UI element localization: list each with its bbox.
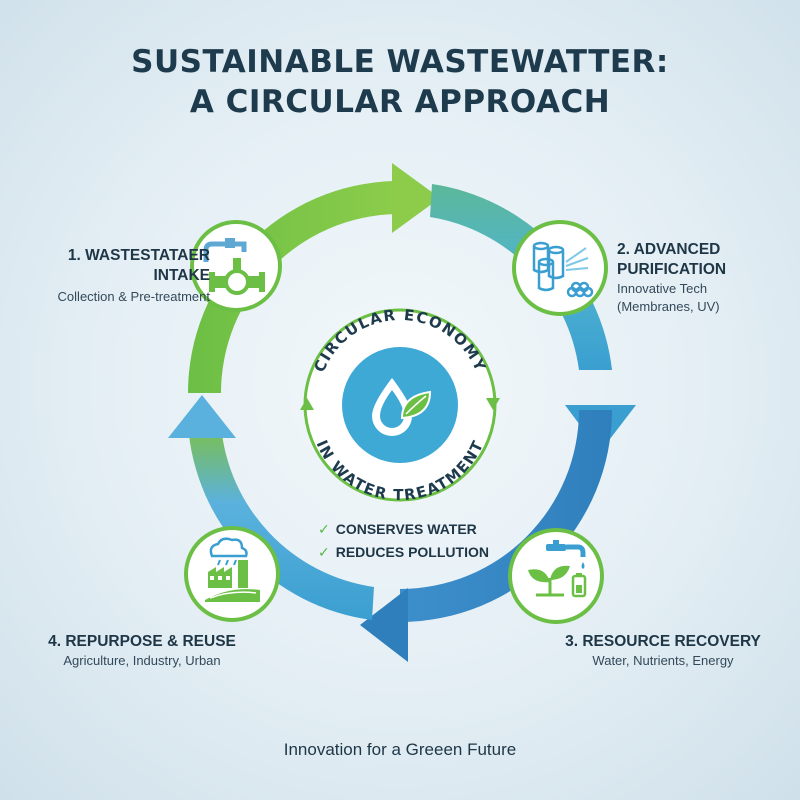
benefit-item: ✓ CONSERVES WATER [318,518,518,541]
step-4-label: 4. REPURPOSE & REUSE Agriculture, Indust… [42,632,242,670]
arc-segment-recovery [400,410,612,622]
ring-arrow-right [486,398,500,410]
footer-tagline: Innovation for a Greeen Future [283,740,517,759]
water-drop-leaf-icon [372,378,432,436]
step-3-label: 3. RESOURCE RECOVERY Water, Nutrients, E… [548,632,778,670]
factory-farm-icon [205,537,260,602]
benefits-list: ✓ CONSERVES WATER ✓ REDUCES POLLUTION [318,518,518,564]
page-title: SUSTAINABLE WASTEWATTER: A CIRCULAR APPR… [0,42,800,122]
step-1-heading-line-1: 1. WASTESTATAER [67,247,210,264]
step-3-heading: 3. RESOURCE RECOVERY [565,633,761,650]
step-1-icon [190,220,282,312]
step-2-subtitle-line-2: (Membranes, UV) [617,299,720,314]
arc-segment-purification [430,184,612,370]
arc-segment-reuse [188,425,374,620]
step-2-heading-line-2: PURIFICATION [617,261,727,278]
step-2-heading-line-1: 2. ADVANCED [617,241,721,258]
step-1-label: 1. WASTESTATAER INTAKE Collection & Pre-… [30,246,210,306]
step-4-subtitle: Agriculture, Industry, Urban [63,653,221,668]
arrowhead-bottom [360,588,408,662]
benefit-text: CONSERVES WATER [335,521,477,537]
benefit-text: REDUCES POLLUTION [335,544,489,560]
title-line-1: SUSTAINABLE WASTEWATTER: [131,44,669,80]
filter-cartridges-icon [532,241,594,298]
step-2-subtitle-line-1: Innovative Tech [617,281,708,296]
pipe-valve-icon [203,238,265,295]
center-emblem: CIRCULAR ECONOMY IN WATER TREATMENT [300,306,500,504]
arrowhead-top [392,163,440,233]
checkmark-icon: ✓ [318,521,330,537]
benefit-item: ✓ REDUCES POLLUTION [318,541,518,564]
step-1-subtitle: Collection & Pre-treatment [57,289,210,304]
step-2-label: 2. ADVANCED PURIFICATION Innovative Tech… [617,240,787,316]
step-1-heading-line-2: INTAKE [153,267,210,284]
ring-arrow-left [300,398,314,410]
arrowhead-left [168,395,236,438]
tap-plant-battery-icon [528,540,587,598]
step-2-icon [512,220,608,316]
checkmark-icon: ✓ [318,544,330,560]
step-3-subtitle: Water, Nutrients, Energy [592,653,734,668]
title-line-2: A CIRCULAR APPROACH [189,84,611,120]
step-3-icon [508,528,604,624]
step-4-heading: 4. REPURPOSE & REUSE [48,633,236,650]
step-4-icon [184,526,280,622]
